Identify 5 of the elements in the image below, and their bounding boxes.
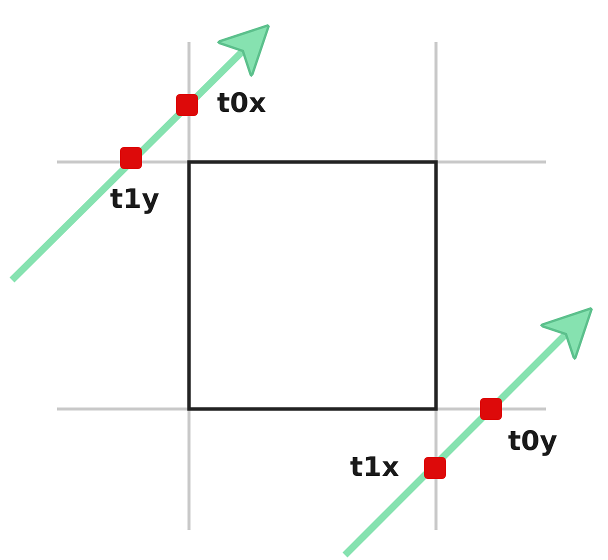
intersection-label: t0y xyxy=(508,428,558,455)
bounding-box xyxy=(187,160,438,411)
intersection-label: t1x xyxy=(350,454,400,481)
intersection-label: t1y xyxy=(110,186,160,213)
intersection-label: t0x xyxy=(217,90,266,117)
